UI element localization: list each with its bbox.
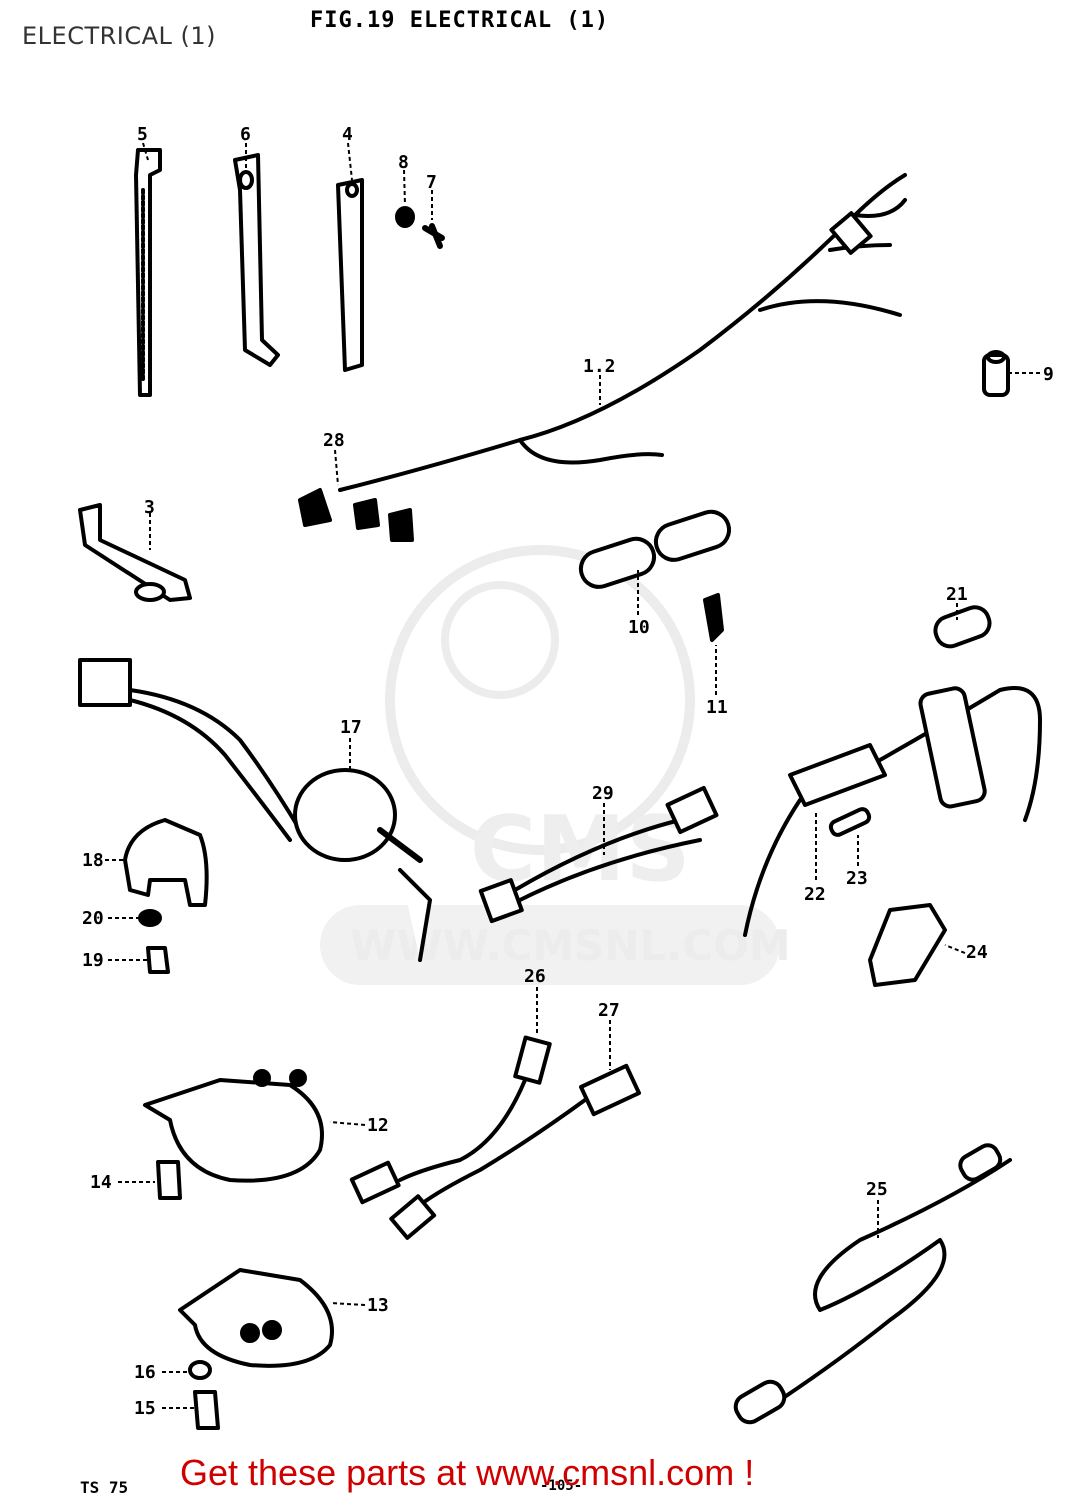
- part-17-ignition-switch: [78, 658, 432, 962]
- callout-19: 19: [82, 950, 104, 971]
- page-number: -105-: [540, 1478, 583, 1494]
- callout-29: 29: [592, 783, 614, 804]
- part-19-bolt: [146, 946, 170, 974]
- part-21-sleeve: [933, 605, 992, 649]
- callout-17: 17: [340, 717, 362, 738]
- callout-18: 18: [82, 850, 104, 871]
- part-14-bolt: [156, 1160, 182, 1200]
- callout-10: 10: [628, 617, 650, 638]
- part-24-bracket: [868, 903, 947, 987]
- part-18-cover: [123, 818, 209, 907]
- part-29-lead-wire: [478, 785, 719, 924]
- part-26-lead-wire: [349, 1035, 552, 1205]
- part-9-cap: [982, 350, 1010, 397]
- callouts: 1.2 3 4 5 6 7 8 9 10 11 12 13 14 15 16 1…: [82, 124, 1054, 1419]
- callout-4: 4: [342, 124, 353, 145]
- callout-8: 8: [398, 152, 409, 173]
- callout-26: 26: [524, 966, 546, 987]
- part-4-band: [336, 178, 364, 372]
- part-10-tubes: [578, 509, 732, 589]
- page-title: ELECTRICAL (1): [22, 22, 217, 50]
- callout-13: 13: [367, 1295, 389, 1316]
- callout-7: 7: [426, 172, 437, 193]
- callout-21: 21: [946, 584, 968, 605]
- part-1-2-wiring-harness: [298, 173, 907, 542]
- callout-22: 22: [804, 884, 826, 905]
- part-12-horn: [143, 1069, 324, 1183]
- part-23-fuse: [828, 807, 872, 837]
- part-5-cable-tie: [134, 148, 162, 397]
- callout-24: 24: [966, 942, 988, 963]
- part-16-washer: [188, 1360, 212, 1380]
- callout-3: 3: [144, 497, 155, 518]
- callout-1-2: 1.2: [583, 356, 616, 377]
- model-code: TS 75: [80, 1478, 129, 1497]
- part-25-cable: [733, 1143, 1012, 1425]
- part-13-horn: [178, 1268, 334, 1368]
- watermark: WWW.CMSNL.COM CMS: [320, 545, 791, 985]
- callout-27: 27: [598, 1000, 620, 1021]
- callout-9: 9: [1043, 364, 1054, 385]
- part-15-bolt: [193, 1390, 220, 1430]
- callout-5: 5: [137, 124, 148, 145]
- callout-12: 12: [367, 1115, 389, 1136]
- callout-14: 14: [90, 1172, 112, 1193]
- part-20-washer: [138, 909, 162, 927]
- part-3-bracket: [78, 503, 192, 602]
- callout-25: 25: [866, 1179, 888, 1200]
- part-6-clamp: [233, 153, 280, 367]
- callout-15: 15: [134, 1398, 156, 1419]
- callout-23: 23: [846, 868, 868, 889]
- figure-title: FIG.19 ELECTRICAL (1): [310, 8, 610, 33]
- shop-link[interactable]: Get these parts at www.cmsnl.com !: [180, 1452, 755, 1493]
- part-7-screw: [422, 223, 445, 249]
- callout-16: 16: [134, 1362, 156, 1383]
- callout-6: 6: [240, 124, 251, 145]
- part-8-washer: [395, 206, 415, 228]
- leader-lines: [105, 142, 1040, 1409]
- part-11-terminal: [703, 593, 724, 642]
- part-22-fuse-holder: [743, 686, 1042, 937]
- callout-11: 11: [706, 697, 728, 718]
- part-27-lead-wire: [389, 1063, 641, 1240]
- callout-20: 20: [82, 908, 104, 929]
- callout-28: 28: [323, 430, 345, 451]
